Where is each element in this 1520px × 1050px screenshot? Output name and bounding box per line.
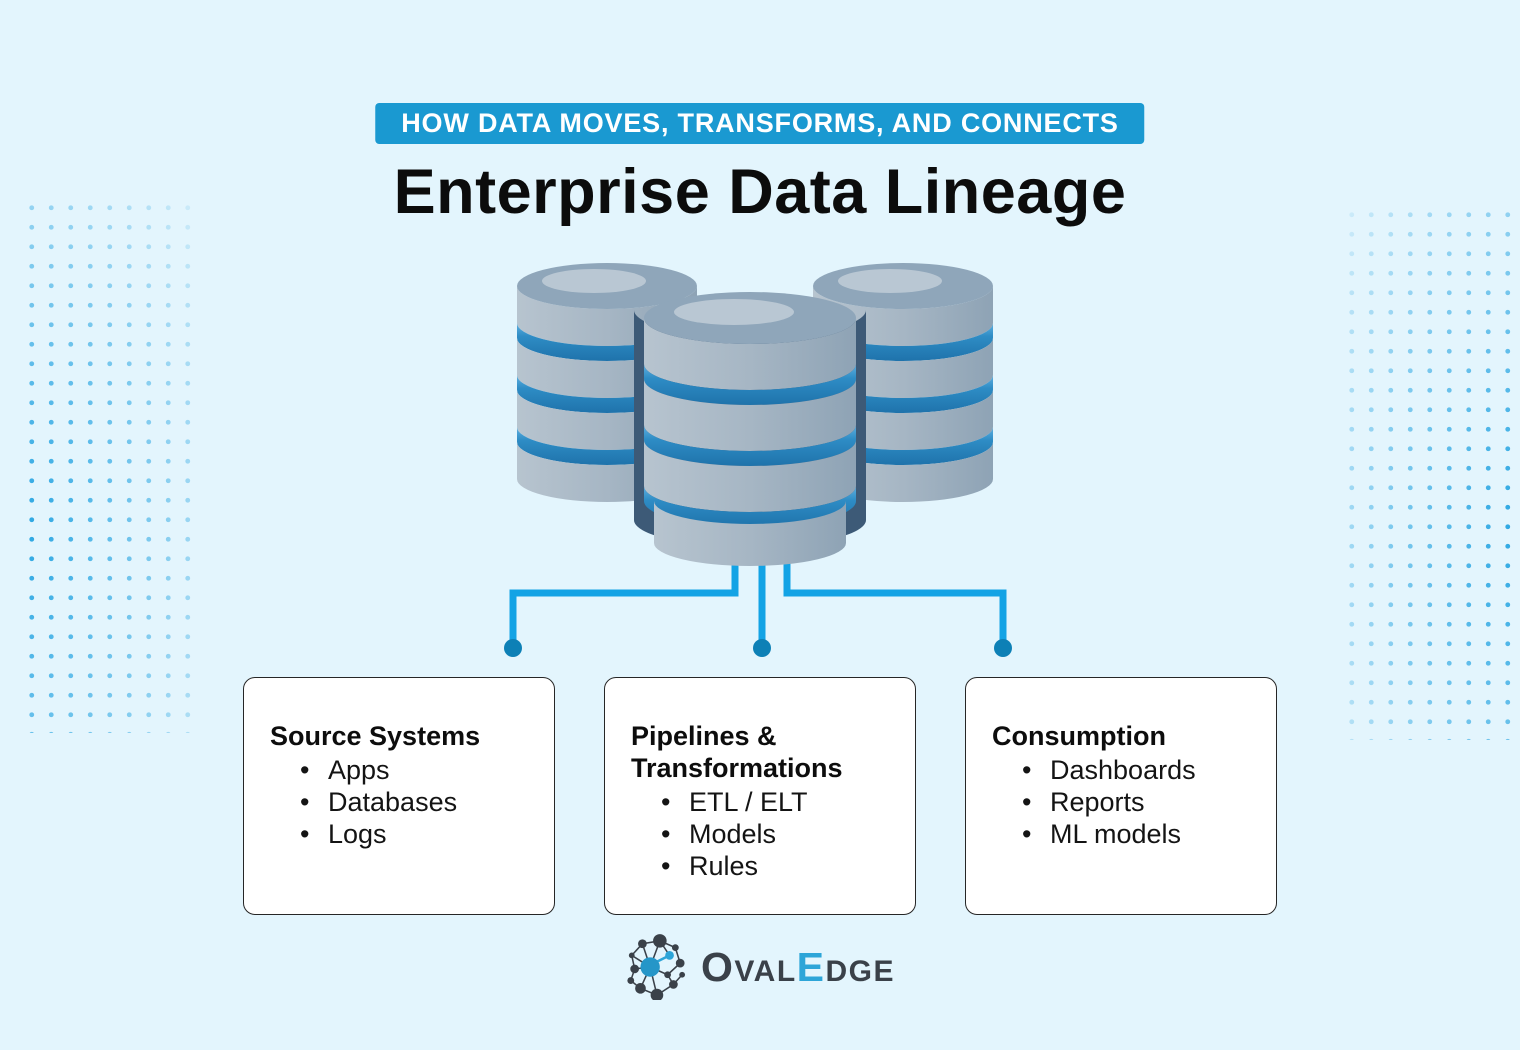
list-item: Reports (1022, 786, 1256, 818)
card-source-systems: Source Systems Apps Databases Logs (243, 677, 555, 915)
banner: HOW DATA MOVES, TRANSFORMS, AND CONNECTS (375, 103, 1145, 144)
list-item: Databases (300, 786, 534, 818)
banner-text: HOW DATA MOVES, TRANSFORMS, AND CONNECTS (401, 108, 1119, 138)
logo-letter-accent: E (796, 943, 826, 990)
page-title: Enterprise Data Lineage (393, 157, 1127, 227)
list-item: Models (661, 818, 895, 850)
card-heading: Source Systems (270, 721, 481, 751)
list-item: Apps (300, 754, 534, 786)
logo-wordmark: OVALEDGE (701, 944, 895, 991)
card-list: ETL / ELT Models Rules (631, 786, 895, 882)
logo-letters: VAL (734, 954, 797, 988)
card-consumption: Consumption Dashboards Reports ML models (965, 677, 1277, 915)
ovaledge-logo: OVALEDGE (625, 934, 895, 1000)
list-item: ETL / ELT (661, 786, 895, 818)
card-pipelines-transformations: Pipelines & Transformations ETL / ELT Mo… (604, 677, 916, 915)
database-cylinder-center (644, 292, 856, 566)
card-list: Dashboards Reports ML models (992, 754, 1256, 850)
dot-pattern-right (1342, 205, 1518, 740)
logo-letter: O (700, 943, 735, 990)
network-graph-icon (627, 934, 686, 1000)
list-item: Logs (300, 818, 534, 850)
list-item: ML models (1022, 818, 1256, 850)
list-item: Dashboards (1022, 754, 1256, 786)
card-list: Apps Databases Logs (270, 754, 534, 850)
card-heading: Consumption (992, 721, 1166, 751)
database-stack-illustration (504, 263, 1012, 657)
connector-dots (504, 639, 1012, 657)
list-item: Rules (661, 850, 895, 882)
card-heading: Pipelines & Transformations (631, 721, 843, 783)
logo-letters: DGE (825, 954, 896, 988)
dot-pattern-left (22, 198, 204, 733)
